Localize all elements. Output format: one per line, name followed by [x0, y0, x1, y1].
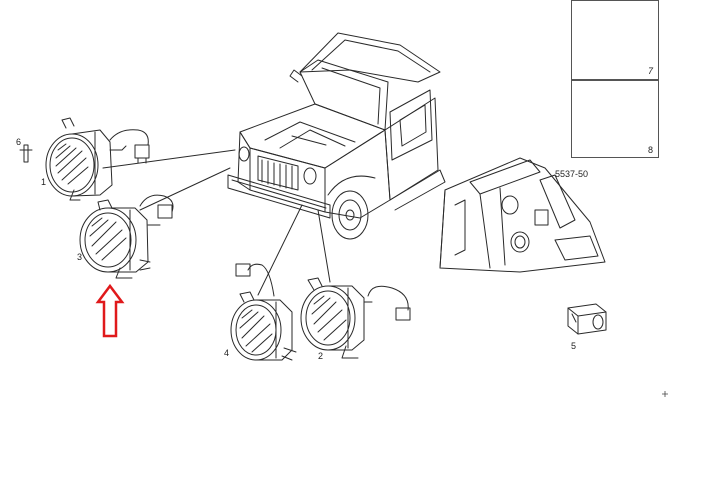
part-1-fog-lamp [19, 117, 150, 201]
part-label-7: 7 [648, 66, 654, 76]
part-label-2: 2 [318, 351, 324, 361]
part-3-fog-lamp [79, 194, 174, 279]
part-label-5: 5 [571, 341, 577, 351]
part-4-fog-lamp [230, 263, 297, 361]
dashboard-drawing [439, 157, 606, 273]
part-label-8: 8 [648, 145, 654, 155]
inset-part-8 [571, 80, 659, 158]
part-label-3: 3 [77, 252, 83, 262]
reference-code: 5537-50 [555, 169, 589, 179]
part-label-4: 4 [224, 348, 230, 358]
part-label-6: 6 [16, 137, 22, 147]
inset-part-7 [571, 0, 659, 80]
up-arrow-icon [95, 283, 125, 338]
part-5-switch [567, 303, 607, 335]
part-2-fog-lamp [300, 277, 411, 359]
leader-lines [102, 149, 331, 296]
part-label-1: 1 [41, 177, 47, 187]
vehicle-drawing [227, 32, 446, 240]
